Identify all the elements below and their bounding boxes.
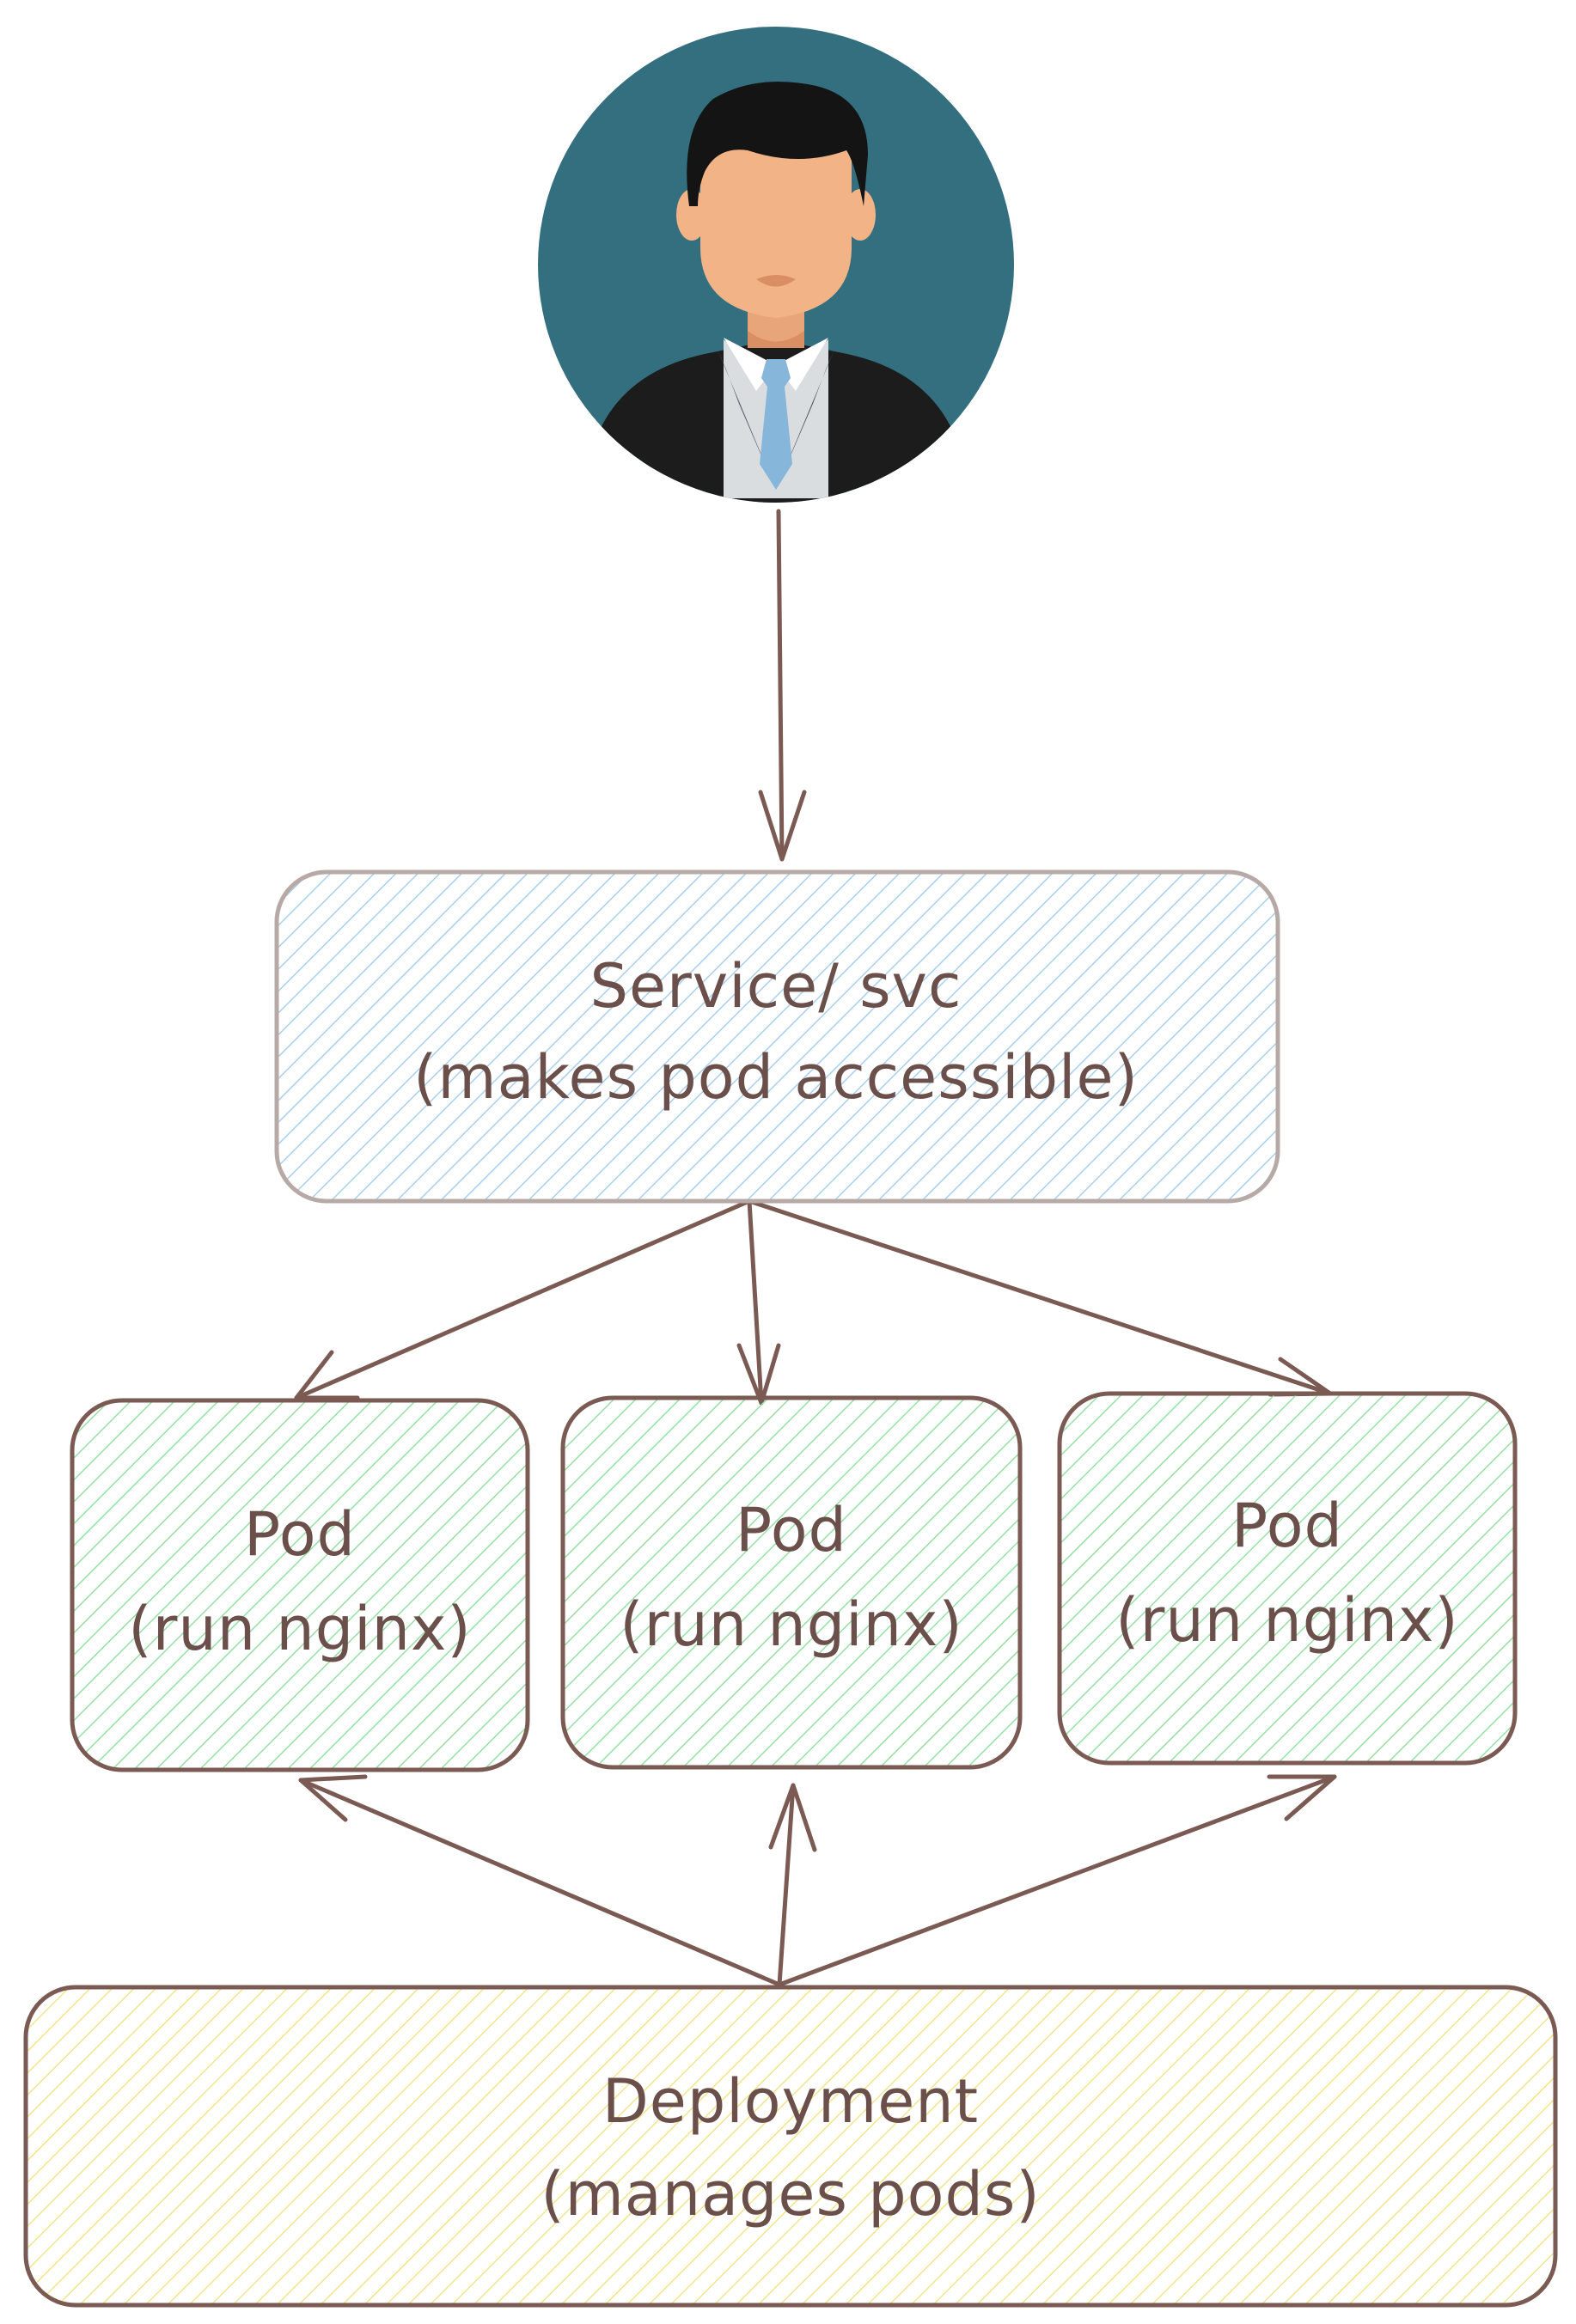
- pod-1-title: Pod: [244, 1499, 356, 1570]
- user-avatar: [538, 27, 1014, 503]
- arrow-deployment-to-pod1: [298, 1774, 782, 1987]
- deployment-node: Deployment (manages pods): [23, 1985, 1558, 2308]
- service-title: Service/ svc: [590, 951, 962, 1022]
- arrow-service-to-pod1: [294, 1199, 752, 1400]
- person-icon: [538, 27, 1014, 503]
- pod-node-1: Pod (run nginx): [70, 1398, 530, 1772]
- service-subtitle: (makes pod accessible): [413, 1042, 1139, 1113]
- arrow-service-to-pod3: [747, 1199, 1333, 1397]
- arrow-service-to-pod2: [736, 1199, 781, 1406]
- pod-3-title: Pod: [1231, 1491, 1343, 1561]
- pod-node-3: Pod (run nginx): [1057, 1391, 1518, 1766]
- arrow-deployment-to-pod2: [768, 1783, 817, 1987]
- pod-1-subtitle: (run nginx): [128, 1594, 471, 1664]
- pod-2-subtitle: (run nginx): [620, 1589, 962, 1660]
- service-node: Service/ svc (makes pod accessible): [274, 869, 1280, 1204]
- arrow-deployment-to-pod3: [777, 1774, 1337, 1987]
- pod-2-title: Pod: [736, 1495, 847, 1565]
- arrow-user-to-service: [758, 509, 807, 862]
- deployment-subtitle: (manages pods): [541, 2159, 1040, 2229]
- deployment-title: Deployment: [602, 2066, 979, 2137]
- pod-node-2: Pod (run nginx): [560, 1395, 1023, 1770]
- pod-3-subtitle: (run nginx): [1115, 1585, 1458, 1656]
